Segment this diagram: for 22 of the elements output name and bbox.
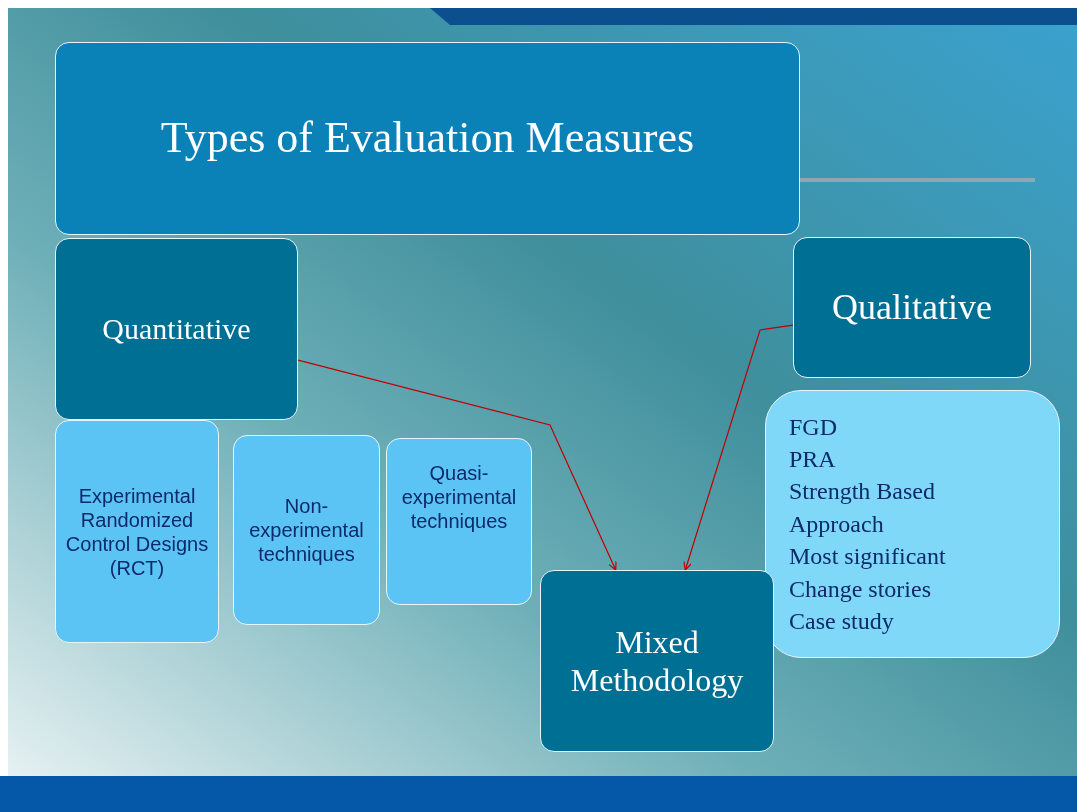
node-text: Non-experimental techniques xyxy=(248,494,365,566)
node-text: Quantitative xyxy=(102,311,251,347)
arrow xyxy=(297,359,617,571)
list-item: Strength Based Approach xyxy=(789,477,936,539)
arrow xyxy=(683,324,794,571)
node-text: Experimental Randomized Control Designs (RCT) xyxy=(64,483,210,580)
list-item: FGD xyxy=(789,412,837,442)
node-text: Types of Evaluation Measures xyxy=(160,112,695,165)
node-text: Mixed Methodology xyxy=(569,622,745,700)
method-box xyxy=(233,435,380,625)
method-box xyxy=(386,438,532,605)
list-item: PRA xyxy=(789,445,836,474)
result-box xyxy=(540,570,774,752)
list-item: Case study xyxy=(789,606,894,636)
node-text: Qualitative xyxy=(832,285,992,329)
method-box xyxy=(55,420,219,643)
title-box xyxy=(55,42,800,235)
method-list-box xyxy=(765,390,1060,658)
node-text: Quasi-experimental techniques xyxy=(400,460,518,533)
category-box xyxy=(55,238,298,420)
category-box xyxy=(793,237,1031,378)
list-item: Most significant Change stories xyxy=(789,542,947,604)
